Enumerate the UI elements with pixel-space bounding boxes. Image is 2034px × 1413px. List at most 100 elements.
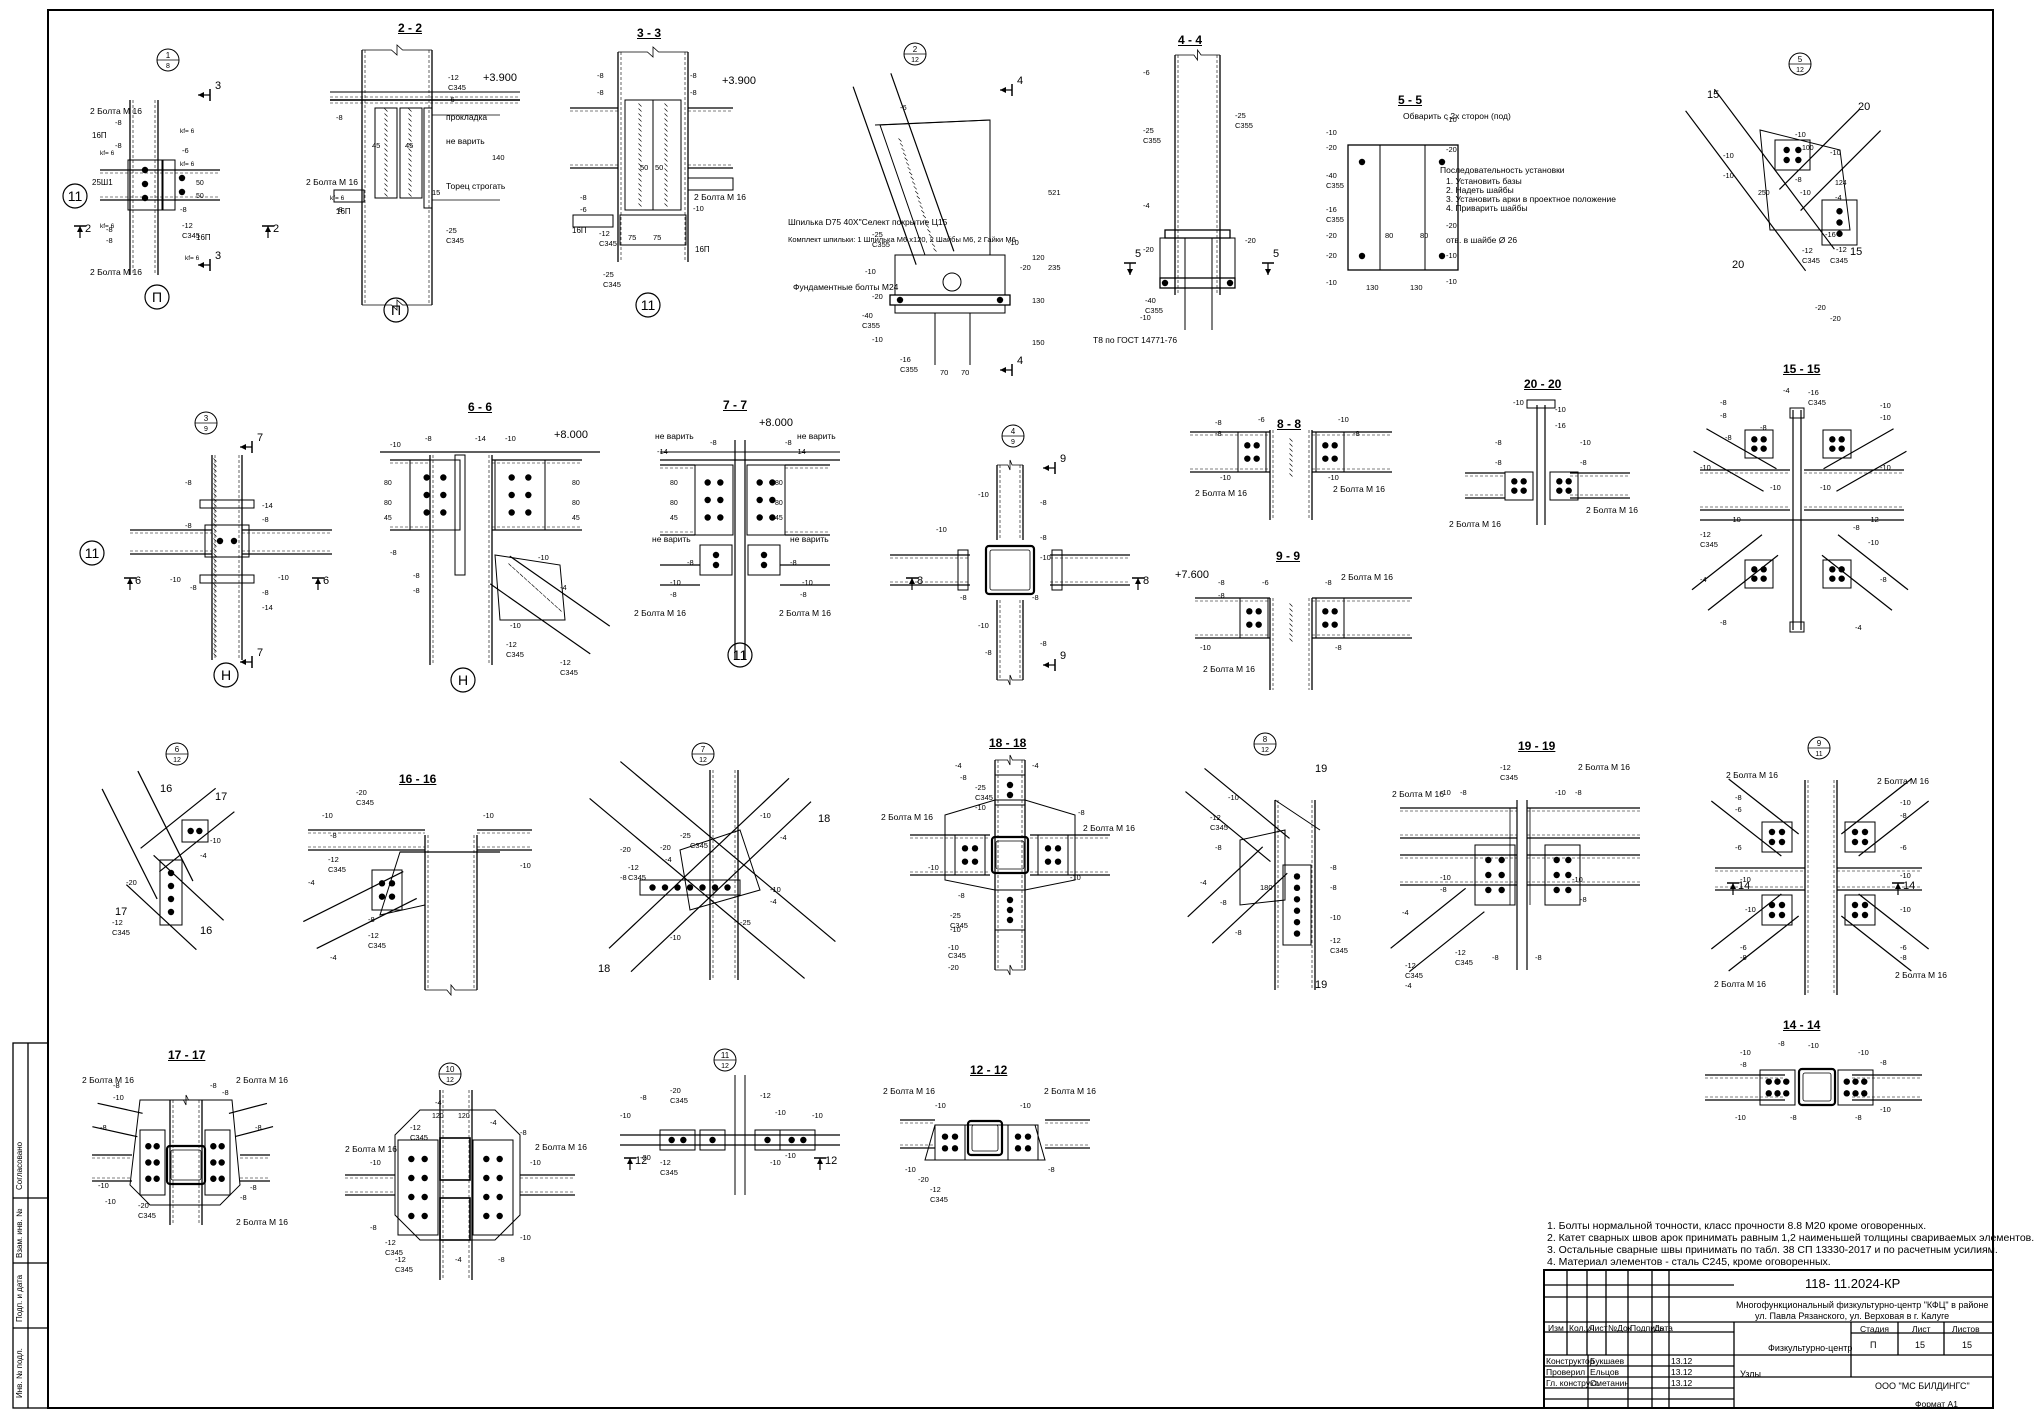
member-line: [1289, 633, 1293, 637]
axis-circle: [213, 662, 239, 688]
dim-label: -12: [385, 1238, 396, 1247]
member-line: [664, 113, 668, 117]
bolted-plate: [694, 464, 734, 536]
member-line: [664, 203, 668, 207]
gusset-plate: [379, 851, 426, 916]
no-weld-label: не варить: [797, 431, 836, 441]
format-label: Формат А1: [1915, 1399, 1958, 1409]
break-line: [995, 964, 1025, 976]
dim-label: -10: [935, 1101, 946, 1110]
signer-name-3: Сметанин: [1590, 1378, 1630, 1388]
dim-label: -12: [395, 1255, 406, 1264]
plate: [1007, 1124, 1039, 1161]
axis-marker: 11: [62, 183, 88, 209]
bolt-mark: [496, 1193, 503, 1201]
bolt-mark: [1760, 445, 1767, 452]
sec-title-2-2: 2 - 2: [398, 21, 423, 35]
dim-label: С345: [182, 231, 200, 240]
member-line: [1693, 450, 1764, 492]
member-line: [664, 138, 668, 142]
member-line: [1706, 428, 1777, 470]
member-line: [664, 198, 668, 202]
bolt-mark: [196, 827, 203, 835]
end-plate: [1051, 549, 1063, 591]
dim-label: -10: [113, 1093, 124, 1102]
general-note-3: 3. Остальные сварные швы принимать по та…: [1547, 1244, 1998, 1256]
member-line: [384, 128, 388, 132]
dim-label: -12: [448, 73, 459, 82]
member-line: [1858, 893, 1930, 950]
arrow-head: [240, 659, 246, 665]
bolt-mark: [1024, 1133, 1032, 1140]
web-plate: [374, 107, 398, 199]
base-box: [894, 254, 1006, 296]
member-line: [408, 143, 412, 147]
bolt-mark: [408, 1155, 415, 1163]
arrow-head: [1895, 883, 1901, 889]
beam: [520, 1174, 575, 1196]
no-weld-label: не варить: [446, 136, 485, 146]
bolt-mark: [1838, 445, 1845, 452]
plate: [494, 459, 546, 531]
arrow-head: [1135, 578, 1141, 584]
callout-sheet: 12: [1261, 747, 1269, 754]
dim-label: -8: [222, 1088, 229, 1097]
arrow-head: [198, 92, 204, 98]
callout-number: 2: [913, 45, 918, 54]
bolt-mark: [525, 509, 532, 516]
base-cap: [1789, 621, 1805, 633]
dim-label: 120: [458, 1113, 470, 1120]
beam: [1312, 431, 1392, 473]
diagonal-member: [228, 1102, 274, 1138]
beam: [308, 829, 425, 851]
node-callout: 812: [1253, 732, 1277, 756]
dim-label: -10: [1572, 875, 1583, 884]
arrow-head: [315, 578, 321, 584]
bolt-mark: [421, 1155, 428, 1163]
bolt-mark: [216, 537, 224, 545]
cut-label: 14: [1738, 880, 1750, 892]
dim-label: -10: [1326, 128, 1337, 137]
member-line: [933, 248, 937, 252]
beam: [1700, 469, 1790, 511]
dim-label: 18: [598, 963, 610, 975]
bolt-mark: [769, 479, 776, 486]
arrow-head: [1043, 662, 1049, 668]
dim-label: -10: [1900, 798, 1911, 807]
member-line: [664, 128, 668, 132]
holes-label: отв. в шайбе Ø 26: [1446, 235, 1518, 245]
gasket-label: прокладка: [446, 112, 488, 122]
plate: [1544, 844, 1581, 906]
member-line: [384, 133, 388, 137]
axis-circle: [62, 183, 88, 209]
member-line: [927, 229, 931, 233]
cut-label: 7: [257, 432, 263, 444]
member-line: [664, 193, 668, 197]
bolt-mark: [378, 893, 386, 900]
top-plate: [199, 499, 255, 509]
member-line: [904, 157, 908, 161]
weld-around-label: Обварить с 2х сторон (под): [1403, 111, 1511, 121]
dim-label: С345: [446, 236, 464, 245]
bolt-mark: [525, 474, 532, 481]
dim-label: 50: [196, 180, 204, 187]
tube-top: [439, 1137, 471, 1181]
dim-label: -8: [1720, 398, 1727, 407]
view-sec-9-9: -8-8-6-8-10-8: [1195, 578, 1412, 690]
dim-label: -8: [1778, 1039, 1785, 1048]
dim-label: -10: [1446, 115, 1457, 124]
bolts-label: 2 Болта М 16: [1341, 572, 1393, 582]
dim-label: -4: [665, 855, 672, 864]
bolt-mark: [1861, 911, 1869, 919]
bolt-mark: [483, 1193, 490, 1201]
cut-label: 3: [215, 80, 221, 92]
bolted-plate: [1774, 139, 1811, 171]
dim-label: С355: [872, 240, 890, 249]
beam: [1050, 554, 1130, 586]
dim-label: -10: [1808, 1041, 1819, 1050]
cut-label: 6: [135, 575, 141, 587]
dim-label: -10: [1440, 788, 1451, 797]
dim-label: -20: [1446, 221, 1457, 230]
dim-label: С345: [690, 841, 708, 850]
